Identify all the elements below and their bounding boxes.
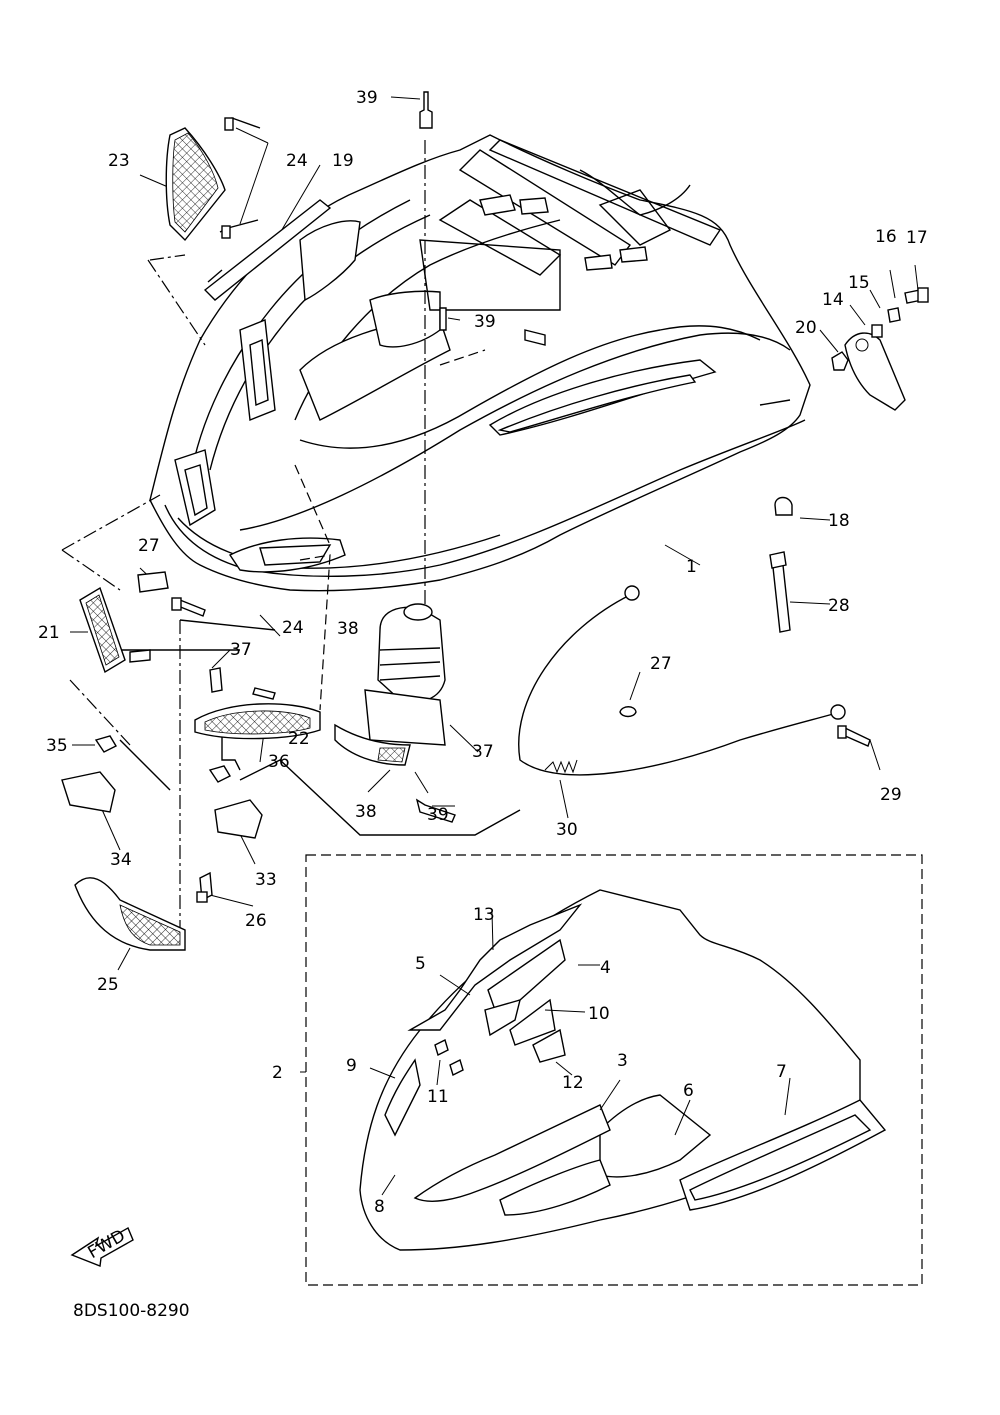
- hood-main: [149, 134, 811, 592]
- callout-29: 27: [650, 654, 672, 674]
- part-38-mesh: [334, 723, 411, 766]
- part-34-nut: [94, 735, 231, 783]
- part-31-spring: [544, 759, 578, 774]
- callout-8: 8: [374, 1197, 385, 1217]
- callout-39-bottom: 39: [427, 805, 449, 825]
- part-24-rivet-lower: [171, 597, 276, 700]
- part-37-shroud: [364, 689, 446, 746]
- callout-23: 23: [108, 151, 130, 171]
- part-28-tie: [769, 551, 791, 633]
- callout-4: 4: [600, 958, 611, 978]
- callout-19: 19: [332, 151, 354, 171]
- callout-6: 6: [683, 1081, 694, 1101]
- callout-34-left: 35: [46, 736, 68, 756]
- decal-set-inset: [300, 854, 923, 1286]
- callout-13: 13: [473, 905, 495, 925]
- callout-34-right: 36: [268, 752, 290, 772]
- callout-22: 21: [38, 623, 60, 643]
- callout-11: 11: [427, 1087, 449, 1107]
- part-27-clip: [137, 571, 169, 593]
- callout-39-mid: 39: [474, 312, 496, 332]
- callout-labels: 39 23 24 19 39 17 16 15 14 20 18 1 28 27…: [38, 88, 928, 1217]
- callout-2: 2: [272, 1063, 283, 1083]
- diagram-code: 8DS100-8290: [73, 1301, 190, 1321]
- callout-39-top: 39: [356, 88, 378, 108]
- callout-36: 38: [337, 619, 359, 639]
- part-30-rivet: [837, 725, 871, 747]
- callout-18: 18: [828, 511, 850, 531]
- part-26-rivet: [196, 871, 213, 903]
- callout-9: 9: [346, 1056, 357, 1076]
- part-19-stripe: [203, 199, 332, 301]
- part-29-cable: [518, 585, 846, 776]
- part-23-vent: [165, 127, 226, 242]
- callout-5: 5: [415, 954, 426, 974]
- callout-17: 17: [906, 228, 928, 248]
- callout-12: 12: [562, 1073, 584, 1093]
- callout-30: 29: [880, 785, 902, 805]
- part-20-nut: [831, 351, 849, 371]
- callout-14: 14: [822, 290, 844, 310]
- callout-38: 38: [355, 802, 377, 822]
- callout-1: 1: [686, 557, 697, 577]
- callout-35: 37: [230, 640, 252, 660]
- part-22-mesh: [79, 586, 126, 674]
- leader-lines: [61, 96, 919, 971]
- callout-37: 37: [472, 742, 494, 762]
- callout-24-top: 24: [286, 151, 308, 171]
- rivet-39: [415, 91, 456, 823]
- part-17-bolt: [904, 287, 929, 304]
- callout-7: 7: [776, 1062, 787, 1082]
- callout-33: 34: [110, 850, 132, 870]
- part-33-bracket: [61, 771, 116, 813]
- callout-15: 15: [848, 273, 870, 293]
- part-25-panel: [74, 877, 186, 951]
- callout-20: 20: [795, 318, 817, 338]
- callout-28: 28: [828, 596, 850, 616]
- part-21-vent: [194, 703, 321, 740]
- callout-16: 16: [875, 227, 897, 247]
- callout-26: 26: [245, 911, 267, 931]
- part-15-collar: [871, 324, 883, 338]
- callout-25: 25: [97, 975, 119, 995]
- callout-24-mid: 24: [282, 618, 304, 638]
- part-36-duct: [377, 603, 446, 703]
- callout-3: 3: [617, 1051, 628, 1071]
- fwd-arrow-icon: FWD: [70, 1226, 134, 1267]
- callout-21: 22: [288, 729, 310, 749]
- callout-31: 30: [556, 820, 578, 840]
- part-35-bolt: [129, 649, 223, 693]
- callout-32: 33: [255, 870, 277, 890]
- callout-27: 27: [138, 536, 160, 556]
- part-16-washer: [887, 307, 901, 323]
- part-14-latch: [844, 332, 906, 411]
- part-18-grommet: [774, 496, 793, 516]
- rivet-24-top: [219, 117, 261, 239]
- callout-10: 10: [588, 1004, 610, 1024]
- part-32-bracket: [214, 799, 263, 839]
